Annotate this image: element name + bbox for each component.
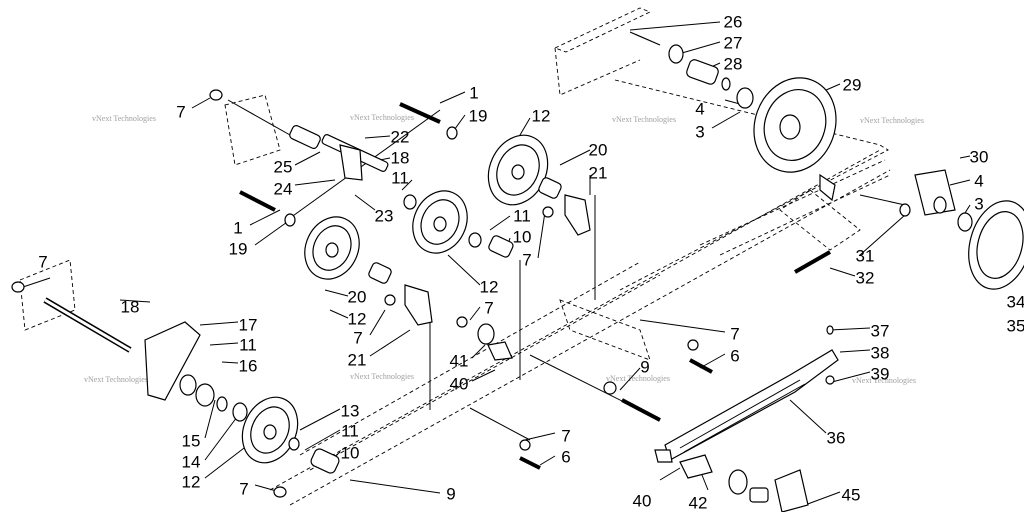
callout-c17: 17 — [239, 315, 258, 334]
callout-c9b: 9 — [446, 484, 455, 503]
suspension-arm-36 — [654, 325, 839, 463]
callout-c27: 27 — [724, 33, 743, 52]
callout-c9a: 9 — [640, 357, 649, 376]
rail-frame — [19, 7, 891, 506]
callout-c11c: 11 — [239, 335, 257, 354]
watermark: vNext Technologies — [612, 115, 676, 124]
callout-c12d: 12 — [182, 472, 201, 491]
callout-c12a: 12 — [532, 106, 551, 125]
callout-c42: 42 — [689, 493, 708, 512]
callout-c11b: 11 — [513, 206, 531, 225]
callout-c7f: 7 — [730, 324, 739, 343]
callout-c26: 26 — [724, 12, 743, 31]
callout-c29: 29 — [843, 75, 862, 94]
callout-c38: 38 — [871, 343, 890, 362]
callout-c30: 30 — [970, 147, 989, 166]
watermark: vNext Technologies — [606, 374, 670, 383]
callout-c12b: 12 — [480, 277, 499, 296]
idler-wheel-29 — [753, 77, 837, 173]
callout-c39: 39 — [871, 364, 890, 383]
parts — [11, 31, 1024, 512]
callout-c3b: 3 — [974, 194, 983, 213]
callout-c22: 22 — [391, 127, 410, 146]
callout-c14: 14 — [182, 452, 201, 471]
idler-wheel-12c — [304, 216, 360, 280]
wheel-34 — [968, 200, 1024, 290]
callout-c35: 35 — [1007, 316, 1024, 335]
callout-c40a: 40 — [450, 374, 469, 393]
callout-c45: 45 — [842, 485, 861, 504]
callout-c19b: 19 — [229, 239, 248, 258]
callout-c7g: 7 — [561, 426, 570, 445]
callout-c34: 34 — [1007, 292, 1024, 311]
callout-c21a: 21 — [589, 163, 608, 182]
callout-c21b: 21 — [348, 350, 367, 369]
watermark: vNext Technologies — [92, 114, 156, 123]
callout-c7b: 7 — [522, 250, 531, 269]
callout-c12c: 12 — [348, 309, 367, 328]
callout-c6a: 6 — [730, 346, 739, 365]
callout-c20a: 20 — [589, 140, 608, 159]
callout-c37: 37 — [871, 321, 890, 340]
callout-c3a: 3 — [695, 122, 704, 141]
callout-c4a: 4 — [695, 99, 704, 118]
watermark: vNext Technologies — [860, 116, 924, 125]
callout-c7h: 7 — [239, 479, 248, 498]
callout-c10b: 10 — [341, 443, 360, 462]
callout-c4b: 4 — [974, 171, 983, 190]
callout-c18a: 18 — [391, 148, 410, 167]
callout-c40b: 40 — [633, 491, 652, 510]
callout-c7d: 7 — [353, 328, 362, 347]
watermark: vNext Technologies — [852, 376, 916, 385]
idler-wheel-12b — [412, 190, 468, 254]
callout-c41: 41 — [450, 351, 469, 370]
callout-c20b: 20 — [348, 287, 367, 306]
callout-c7c: 7 — [38, 252, 47, 271]
watermark: vNext Technologies — [350, 372, 414, 381]
callout-c1a: 1 — [469, 83, 478, 102]
callout-c6b: 6 — [561, 447, 570, 466]
watermark: vNext Technologies — [350, 113, 414, 122]
callout-c24: 24 — [274, 179, 293, 198]
idler-wheel-12a — [487, 134, 549, 206]
callout-c28: 28 — [724, 54, 743, 73]
callout-c23: 23 — [375, 206, 394, 225]
callout-c1b: 1 — [233, 218, 242, 237]
callout-c32: 32 — [856, 268, 875, 287]
idler-wheel-12d — [241, 396, 299, 464]
watermark: vNext Technologies — [84, 375, 148, 384]
callout-c25: 25 — [274, 157, 293, 176]
callout-c10a: 10 — [513, 227, 532, 246]
callout-c16: 16 — [239, 356, 258, 375]
callout-c7e: 7 — [484, 298, 493, 317]
callout-c18b: 18 — [121, 297, 140, 316]
callout-c15: 15 — [182, 431, 201, 450]
callout-c7a: 7 — [176, 102, 185, 121]
callout-c36: 36 — [827, 428, 846, 447]
watermarks: vNext Technologies vNext Technologies vN… — [84, 113, 924, 385]
callout-c13: 13 — [341, 401, 360, 420]
callout-c31: 31 — [856, 246, 875, 265]
callout-c11d: 11 — [341, 421, 359, 440]
callout-c11a: 11 — [391, 168, 409, 187]
callout-c19a: 19 — [469, 106, 488, 125]
